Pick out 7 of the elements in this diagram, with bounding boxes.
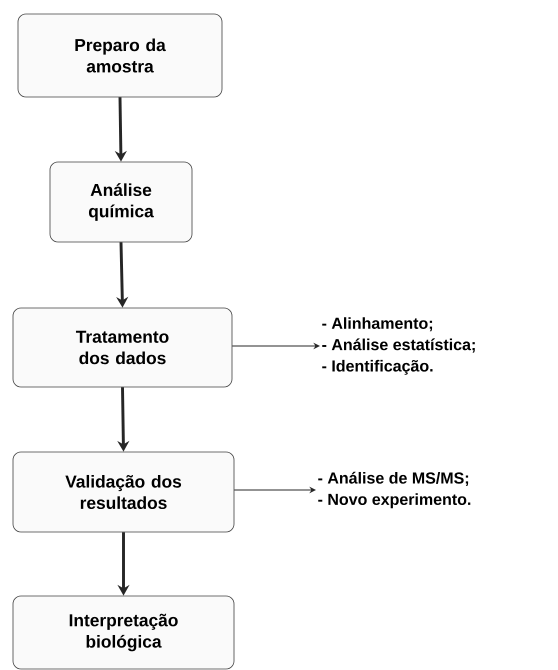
process-box: Validação dos resultados bbox=[12, 452, 234, 532]
process-box: Interpretação biológica bbox=[12, 596, 234, 670]
bullet-list: - Análise de MS/MS; - Novo experimento. bbox=[318, 472, 470, 508]
bullet-list: - Alinhamento; - Análise estatística; - Identificação. bbox=[322, 317, 475, 375]
process-box: Tratamento dos dados bbox=[12, 308, 232, 388]
process-box: Preparo da amostra bbox=[18, 14, 222, 98]
process-box: Análise química bbox=[50, 162, 192, 242]
